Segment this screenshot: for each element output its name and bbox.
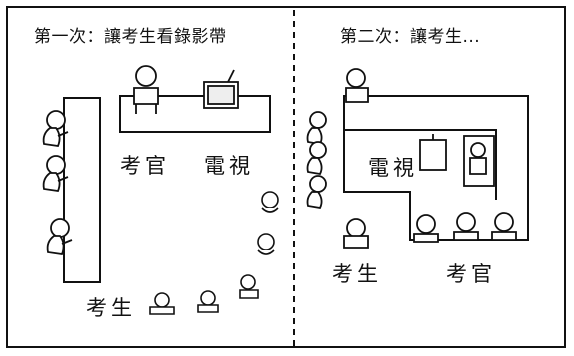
arc-examinee-3 — [239, 274, 259, 299]
panel-1-tv-label: 電視 — [204, 154, 254, 178]
panel-1-examinee-label: 考生 — [86, 296, 136, 320]
right-examiner-1 — [413, 214, 439, 243]
panel-1-title: 第一次：讓考生看錄影帶 — [34, 27, 227, 47]
right-examinee-bottom — [343, 218, 369, 249]
panel-1-examiner-label: 考官 — [120, 154, 170, 178]
arc-examinee-4 — [197, 290, 219, 313]
left-examinee-1 — [42, 110, 69, 147]
left-side-table — [63, 97, 101, 283]
right-examinee-left-2 — [306, 141, 327, 175]
panel-2-examiner-label: 考官 — [446, 262, 496, 286]
right-examiner-3 — [491, 212, 517, 241]
arc-examinee-1 — [261, 191, 279, 213]
arc-examinee-5 — [149, 292, 175, 315]
examiner-figure-left — [133, 65, 159, 114]
right-examiner-2 — [453, 212, 479, 241]
tv-left — [203, 69, 239, 109]
right-examinee-left-3 — [306, 175, 327, 209]
panel-2-tv-label: 電視 — [368, 156, 418, 180]
tv-right — [419, 134, 447, 171]
right-examinee-top — [345, 68, 369, 103]
examiner-on-screen — [463, 135, 495, 187]
right-examinee-left-1 — [306, 111, 327, 145]
left-examinee-3 — [46, 218, 73, 255]
panel-2-title: 第二次：讓考生... — [340, 27, 481, 47]
panel-2-examinee-label: 考生 — [332, 262, 382, 286]
arc-examinee-2 — [257, 233, 275, 255]
left-examinee-2 — [42, 155, 69, 192]
